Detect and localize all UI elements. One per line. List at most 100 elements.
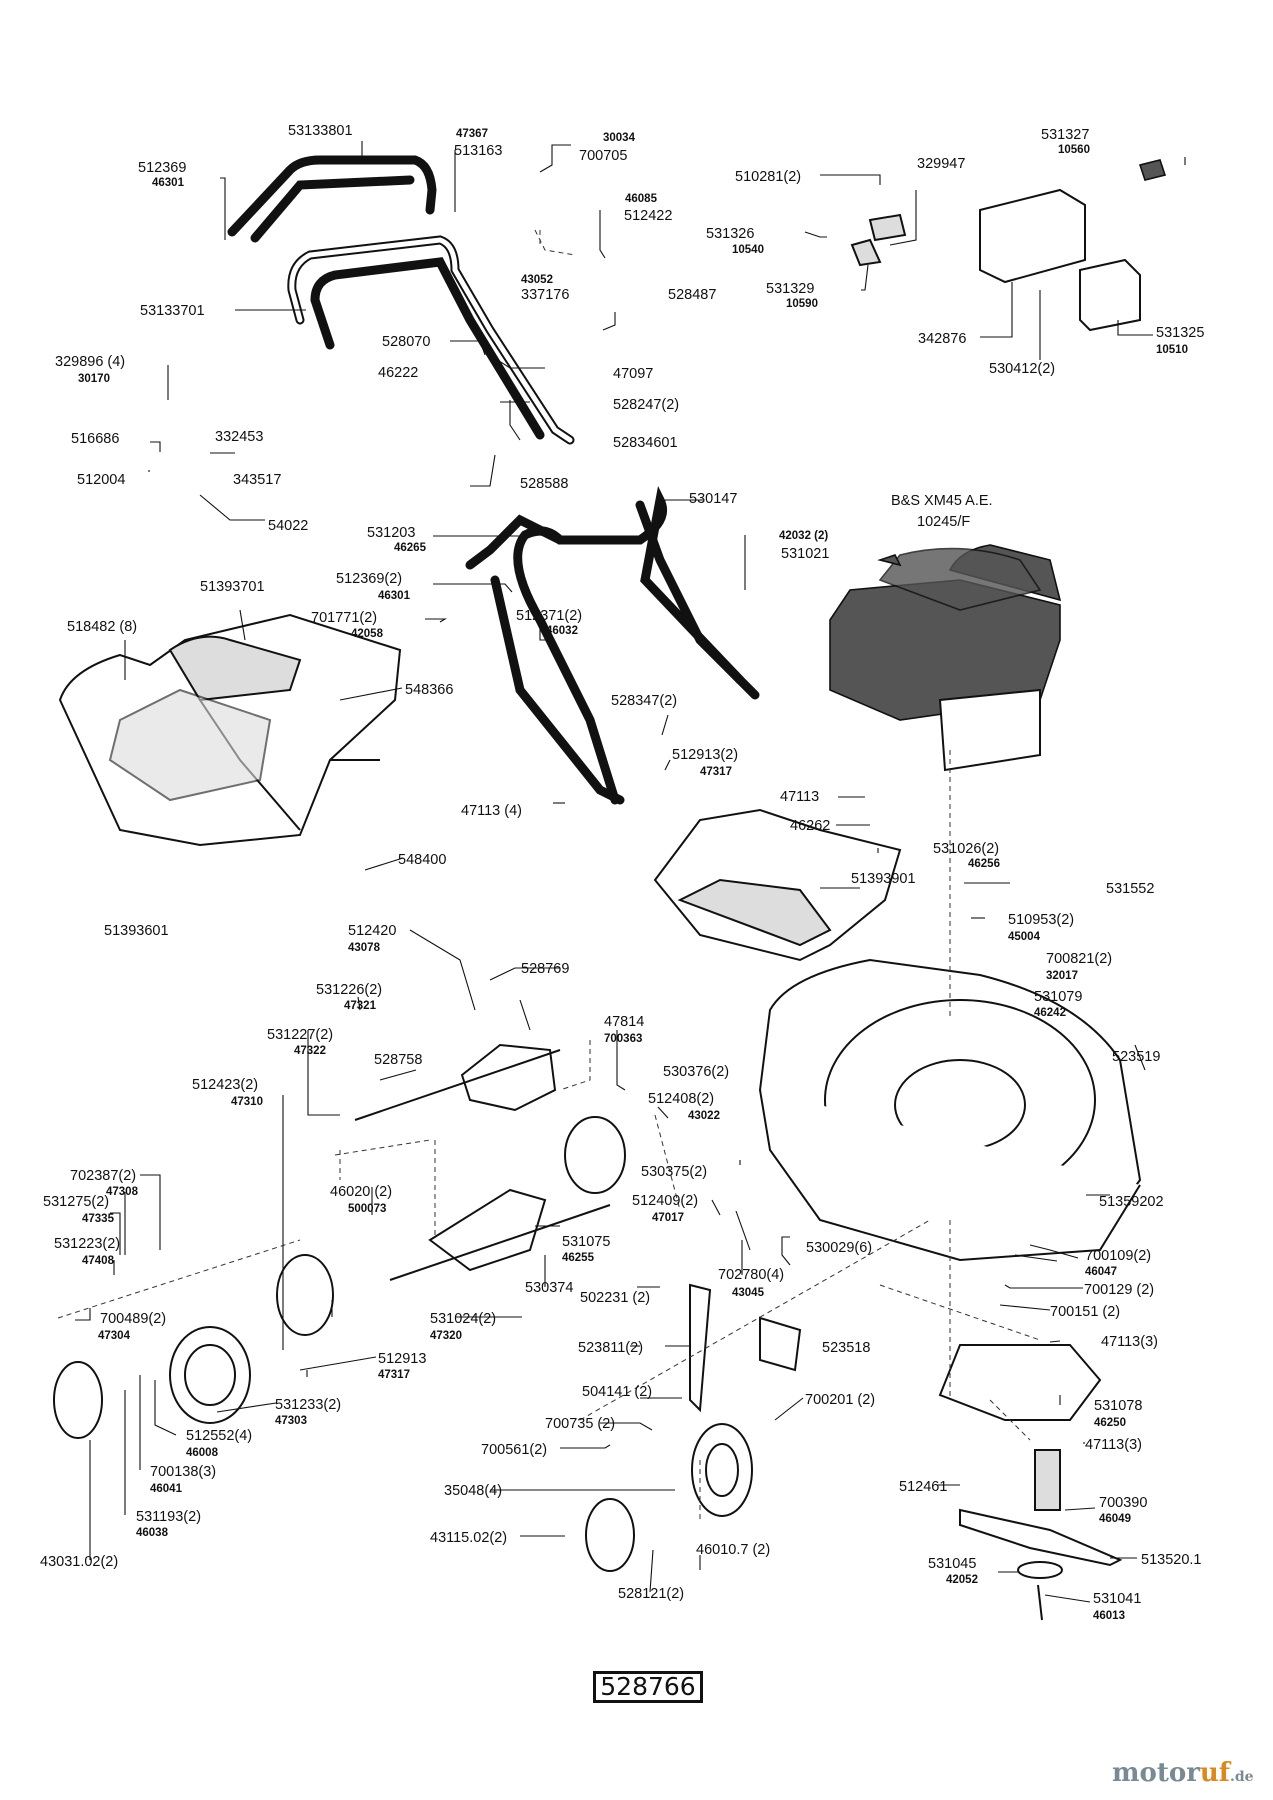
label-45004: 45004 <box>1008 931 1041 943</box>
label-531329: 531329 <box>766 281 814 297</box>
label-702780: 702780(4) <box>718 1267 784 1283</box>
label-46032: 46032 <box>546 625 578 637</box>
label-47317b: 47317 <box>378 1369 410 1381</box>
label-530374: 530374 <box>525 1280 573 1296</box>
gearbox-part <box>354 1043 626 1281</box>
engine-code-label: 10245/F <box>917 514 970 530</box>
label-47017: 47017 <box>652 1212 684 1224</box>
rear-wheel-part <box>53 1254 334 1439</box>
label-523518: 523518 <box>822 1340 870 1356</box>
label-548366: 548366 <box>405 682 453 698</box>
label-516686: 516686 <box>71 431 119 447</box>
leader-lines <box>75 141 1186 1603</box>
watermark-tld: .de <box>1230 1769 1254 1785</box>
label-30170: 30170 <box>78 373 110 385</box>
label-512408: 512408(2) <box>648 1091 714 1107</box>
lower-handle-part <box>465 486 760 805</box>
label-700363: 700363 <box>604 1033 642 1045</box>
label-46049: 46049 <box>1099 1513 1131 1525</box>
label-531326: 531326 <box>706 226 754 242</box>
label-43115: 43115.02(2) <box>430 1530 507 1546</box>
label-513520: 513520.1 <box>1141 1552 1201 1568</box>
label-512552: 512552(4) <box>186 1428 252 1444</box>
label-512913b: 512913 <box>378 1351 426 1367</box>
label-10540: 10540 <box>732 244 764 256</box>
label-531223: 531223(2) <box>54 1236 120 1252</box>
label-700705: 700705 <box>579 148 627 164</box>
label-528070: 528070 <box>382 334 430 350</box>
label-43045: 43045 <box>732 1287 765 1299</box>
label-47367: 47367 <box>456 128 488 140</box>
label-512371: 512371(2) <box>516 608 582 624</box>
label-329947: 329947 <box>917 156 965 172</box>
battery-box-part <box>850 159 1167 332</box>
label-512369b: 512369(2) <box>336 571 402 587</box>
label-510281: 510281(2) <box>735 169 801 185</box>
mower-deck-part <box>758 958 1142 1262</box>
label-10510: 10510 <box>1156 344 1188 356</box>
label-47308: 47308 <box>106 1186 139 1198</box>
label-53133801: 53133801 <box>288 123 353 139</box>
label-512423: 512423(2) <box>192 1077 258 1093</box>
label-43052: 43052 <box>521 274 553 286</box>
label-332453: 332453 <box>215 429 263 445</box>
label-53133701: 53133701 <box>140 303 205 319</box>
label-342876: 342876 <box>918 331 966 347</box>
label-512369: 512369 <box>138 160 186 176</box>
label-10590: 10590 <box>786 298 818 310</box>
label-46265: 46265 <box>394 542 427 554</box>
label-531079: 531079 <box>1034 989 1082 1005</box>
label-43078: 43078 <box>348 942 381 954</box>
label-42058: 42058 <box>351 628 384 640</box>
label-46222: 46222 <box>378 365 418 381</box>
label-702387: 702387(2) <box>70 1168 136 1184</box>
label-530147: 530147 <box>689 491 737 507</box>
engine-model-label: B&S XM45 A.E. <box>891 493 993 509</box>
label-700735: 700735 (2) <box>545 1416 615 1432</box>
label-528758: 528758 <box>374 1052 422 1068</box>
label-47113-4: 47113 (4) <box>461 803 522 819</box>
label-531024: 531024(2) <box>430 1311 496 1327</box>
height-lever-part <box>689 1283 802 1413</box>
label-528247: 528247(2) <box>613 397 679 413</box>
label-47113-3a: 47113(3) <box>1101 1334 1158 1350</box>
label-512913: 512913(2) <box>672 747 738 763</box>
label-47320: 47320 <box>430 1330 462 1342</box>
label-54022: 54022 <box>268 518 308 534</box>
label-531075: 531075 <box>562 1234 610 1250</box>
upper-handle-part <box>227 155 575 445</box>
rear-cover-part <box>653 808 902 962</box>
label-47113: 47113 <box>780 789 819 805</box>
label-531325: 531325 <box>1156 325 1204 341</box>
label-46013: 46013 <box>1093 1610 1125 1622</box>
model-number: 528766 <box>595 1673 701 1701</box>
label-531327: 531327 <box>1041 127 1089 143</box>
label-531275: 531275(2) <box>43 1194 109 1210</box>
label-32017: 32017 <box>1046 970 1078 982</box>
label-700390: 700390 <box>1099 1495 1147 1511</box>
label-47317: 47317 <box>700 766 732 778</box>
part-labels: 53133801 47367 513163 30034 700705 51236… <box>40 123 1204 1622</box>
label-10560: 10560 <box>1058 144 1090 156</box>
label-46255: 46255 <box>562 1252 595 1264</box>
label-35048: 35048(4) <box>444 1483 502 1499</box>
label-47321: 47321 <box>344 1000 377 1012</box>
label-46047: 46047 <box>1085 1266 1117 1278</box>
label-47113-3b: 47113(3) <box>1085 1437 1142 1453</box>
label-523811: 523811(2) <box>578 1340 643 1356</box>
label-46038: 46038 <box>136 1527 169 1539</box>
watermark-accent: uf <box>1199 1758 1230 1788</box>
label-42052: 42052 <box>946 1574 978 1586</box>
label-46010: 46010.7 (2) <box>696 1542 770 1558</box>
label-523519: 523519 <box>1112 1049 1160 1065</box>
label-528487: 528487 <box>668 287 716 303</box>
label-531203: 531203 <box>367 525 415 541</box>
label-700138: 700138(3) <box>150 1464 216 1480</box>
label-700561: 700561(2) <box>481 1442 547 1458</box>
label-46008: 46008 <box>186 1447 219 1459</box>
label-518482: 518482 (8) <box>67 619 137 635</box>
label-47310: 47310 <box>231 1096 263 1108</box>
label-337176: 337176 <box>521 287 569 303</box>
label-46020: 46020 (2) <box>330 1184 392 1200</box>
